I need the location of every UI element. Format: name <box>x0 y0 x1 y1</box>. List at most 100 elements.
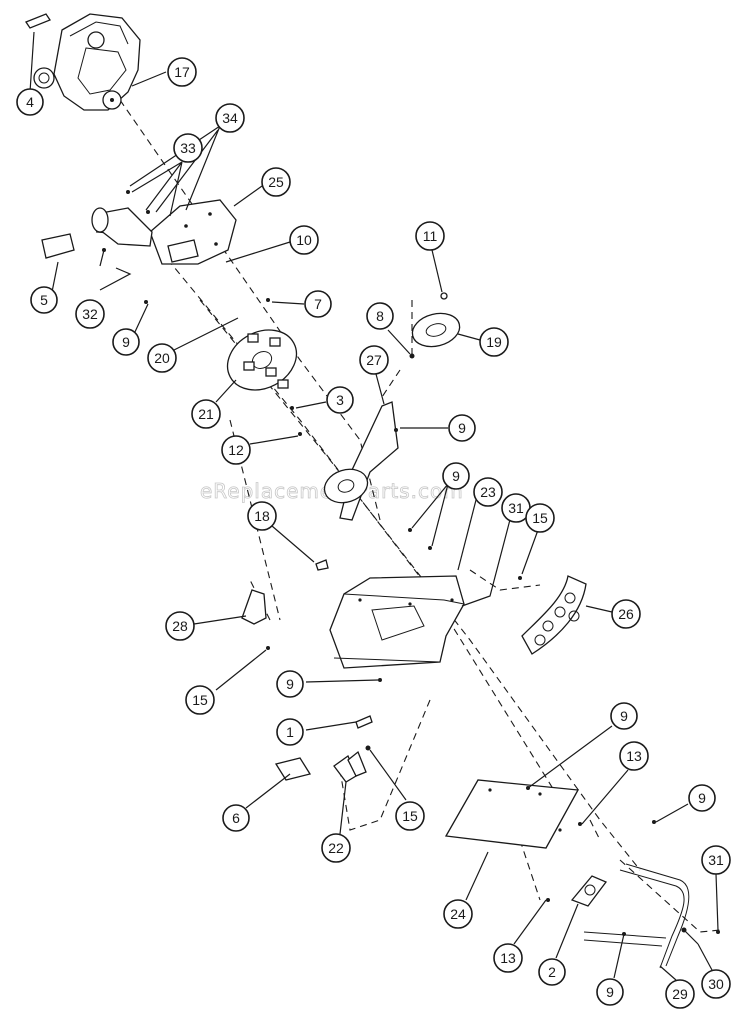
part-23-frame <box>329 575 465 669</box>
leader-lines <box>29 31 719 981</box>
svg-text:9: 9 <box>286 676 294 692</box>
svg-text:31: 31 <box>508 500 524 516</box>
callout-30: 30 <box>701 969 731 999</box>
svg-text:21: 21 <box>198 406 214 422</box>
callout-20: 20 <box>147 343 177 373</box>
callout-24: 24 <box>443 899 473 929</box>
svg-text:31: 31 <box>708 852 724 868</box>
callout-18: 18 <box>247 501 277 531</box>
svg-text:15: 15 <box>192 692 208 708</box>
part-28-deflector <box>241 589 267 625</box>
callout-12: 12 <box>221 435 251 465</box>
part-30-bolt <box>681 927 699 945</box>
callout-6: 6 <box>222 804 250 832</box>
svg-text:8: 8 <box>376 308 384 324</box>
callout-10: 10 <box>289 225 319 255</box>
part-5-plate <box>41 233 75 259</box>
callout-21: 21 <box>191 399 221 429</box>
callout-4: 4 <box>16 88 44 116</box>
part-26-screen <box>521 575 587 655</box>
svg-text:11: 11 <box>423 228 438 244</box>
svg-text:18: 18 <box>254 508 270 524</box>
svg-text:9: 9 <box>698 790 706 806</box>
callout-34: 34 <box>215 103 245 133</box>
svg-text:15: 15 <box>402 808 418 824</box>
svg-text:10: 10 <box>296 232 312 248</box>
svg-text:9: 9 <box>458 420 466 436</box>
svg-text:1: 1 <box>286 724 294 740</box>
callout-2: 2 <box>538 958 566 986</box>
svg-text:27: 27 <box>366 352 382 368</box>
svg-text:25: 25 <box>268 174 284 190</box>
callout-27: 27 <box>359 345 389 375</box>
callout-15c: 15 <box>395 801 425 831</box>
svg-text:32: 32 <box>82 306 98 322</box>
svg-text:13: 13 <box>500 950 516 966</box>
callout-9a: 9 <box>112 328 140 356</box>
callout-1: 1 <box>276 718 304 746</box>
svg-text:9: 9 <box>452 468 460 484</box>
svg-text:17: 17 <box>174 64 190 80</box>
svg-text:20: 20 <box>154 350 170 366</box>
svg-text:24: 24 <box>450 906 466 922</box>
svg-text:33: 33 <box>180 140 196 156</box>
svg-text:2: 2 <box>548 964 556 980</box>
svg-text:9: 9 <box>122 334 130 350</box>
svg-text:34: 34 <box>222 110 238 126</box>
callouts: 4 17 34 33 25 5 32 10 11 9 7 20 8 19 27 … <box>16 57 731 1009</box>
svg-text:22: 22 <box>328 840 344 856</box>
svg-text:9: 9 <box>620 708 628 724</box>
part-18-clip <box>315 559 329 571</box>
svg-text:29: 29 <box>672 986 688 1002</box>
part-17-engine <box>33 13 141 111</box>
svg-text:26: 26 <box>618 606 634 622</box>
svg-text:6: 6 <box>232 810 240 826</box>
callout-9e: 9 <box>610 702 638 730</box>
part-2-switch-plate <box>570 875 608 907</box>
part-4-decal <box>25 13 51 29</box>
svg-text:7: 7 <box>314 296 322 312</box>
part-11-key <box>440 292 448 300</box>
callout-33: 33 <box>173 133 203 163</box>
svg-text:19: 19 <box>486 334 502 350</box>
svg-text:15: 15 <box>532 510 548 526</box>
callout-29: 29 <box>665 979 695 1009</box>
callout-22: 22 <box>321 833 351 863</box>
svg-text:3: 3 <box>336 392 344 408</box>
part-22-bracket <box>333 750 367 783</box>
callout-7: 7 <box>304 290 332 318</box>
part-32-pin <box>99 248 106 267</box>
svg-text:4: 4 <box>26 94 34 110</box>
svg-text:12: 12 <box>228 442 244 458</box>
part-24-base-plate <box>444 779 580 849</box>
callout-13b: 13 <box>493 943 523 973</box>
callout-15b: 15 <box>185 685 215 715</box>
callout-15a: 15 <box>525 503 555 533</box>
callout-8: 8 <box>366 302 394 330</box>
callout-17: 17 <box>167 57 197 87</box>
callout-23: 23 <box>473 477 503 507</box>
callout-26: 26 <box>611 599 641 629</box>
callout-31a: 31 <box>501 493 531 523</box>
svg-text:28: 28 <box>172 618 188 634</box>
part-6-plate <box>274 757 312 781</box>
callout-11: 11 <box>415 221 445 251</box>
callout-9g: 9 <box>596 978 624 1006</box>
svg-text:13: 13 <box>626 748 642 764</box>
callout-13a: 13 <box>619 741 649 771</box>
callout-32: 32 <box>75 299 105 329</box>
callout-28: 28 <box>165 611 195 641</box>
part-19-pulley <box>411 312 461 348</box>
part-27-bracket <box>323 401 399 521</box>
svg-text:9: 9 <box>606 984 614 1000</box>
callout-19: 19 <box>479 327 509 357</box>
svg-text:30: 30 <box>708 976 724 992</box>
svg-text:5: 5 <box>40 292 48 308</box>
part-21-impeller <box>226 329 298 391</box>
callout-25: 25 <box>261 167 291 197</box>
callout-9c: 9 <box>442 462 470 490</box>
fasteners <box>126 190 720 936</box>
svg-text:23: 23 <box>480 484 496 500</box>
callout-3: 3 <box>326 386 354 414</box>
